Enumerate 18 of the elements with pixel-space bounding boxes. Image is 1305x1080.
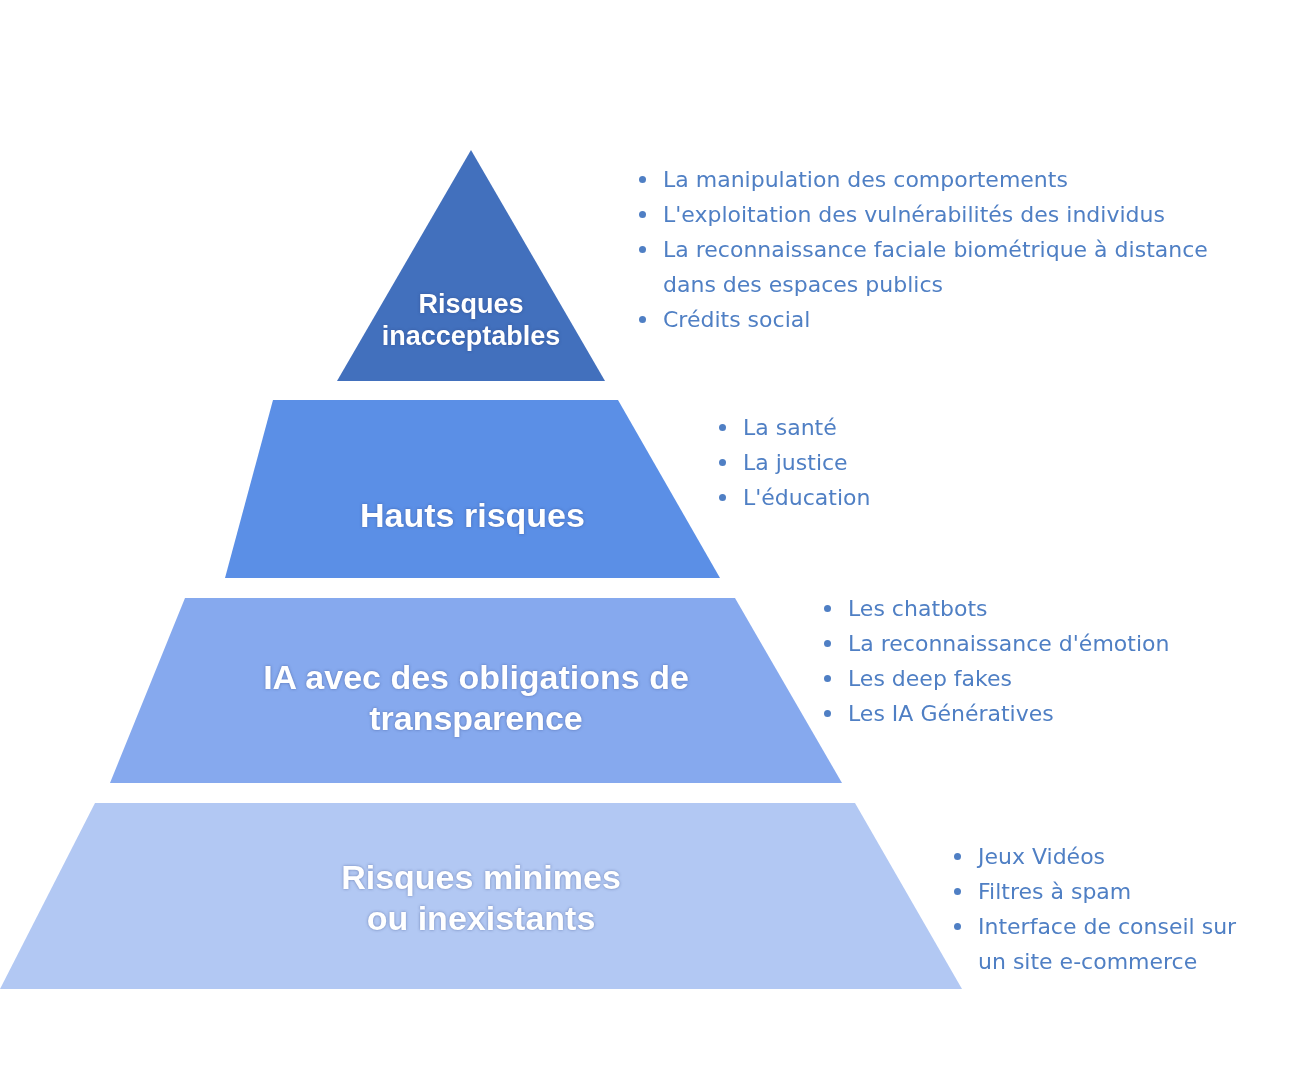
- bullet-text: Les chatbots: [848, 596, 988, 621]
- bullet-text: Crédits social: [663, 307, 811, 332]
- level-title: Risques minimes ou inexistants: [340, 857, 622, 939]
- level-title: Risques inacceptables: [380, 287, 562, 353]
- bullet-text: Jeux Vidéos: [978, 844, 1106, 869]
- bullet-text: La manipulation des comportements: [663, 167, 1068, 192]
- bullet-text: L'exploitation des vulnérabilités des individus: [663, 202, 1165, 227]
- bullet-text: Interface de conseil sur un site e-commerce: [978, 914, 1237, 974]
- bullet-text: Les deep fakes: [848, 666, 1013, 691]
- level-title: IA avec des obligations de transparence: [262, 657, 690, 739]
- bullet-text: La justice: [743, 450, 848, 475]
- bullet-text: Les IA Génératives: [848, 701, 1054, 726]
- level-title: Hauts risques: [359, 494, 586, 536]
- bullet-text: L'éducation: [743, 485, 871, 510]
- bullet-text: La reconnaissance faciale biométrique à distance dans des espaces publics: [663, 237, 1208, 297]
- bullet-text: Filtres à spam: [978, 879, 1132, 904]
- bullet-text: La santé: [743, 415, 837, 440]
- bullet-text: La reconnaissance d'émotion: [848, 631, 1170, 656]
